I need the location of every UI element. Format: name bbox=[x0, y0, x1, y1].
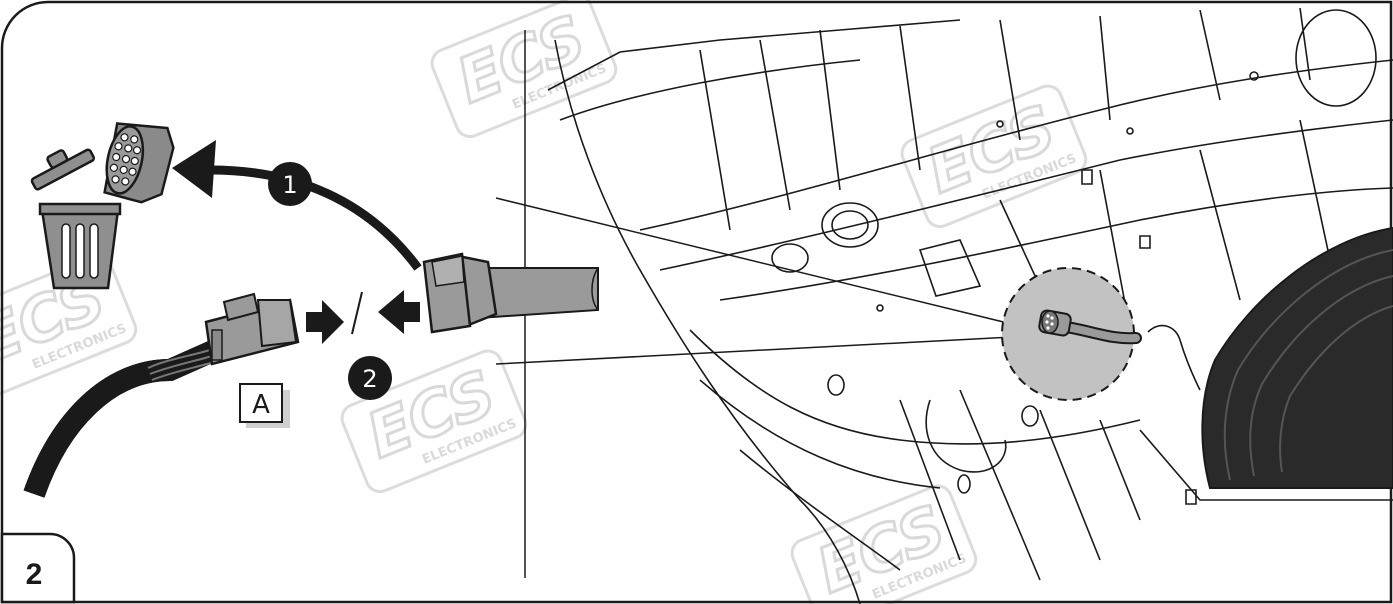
connector-a bbox=[204, 292, 300, 366]
vehicle-socket bbox=[422, 252, 599, 334]
trash-bin-icon bbox=[30, 148, 122, 290]
svg-text:1: 1 bbox=[282, 171, 297, 199]
join-line bbox=[351, 291, 363, 335]
socket-zoom-circle bbox=[1001, 267, 1142, 401]
connect-arrow-left bbox=[378, 290, 420, 334]
svg-text:2: 2 bbox=[362, 365, 377, 393]
old-connector-icon bbox=[103, 122, 175, 204]
watermark-1: ECS ELECTRONICS bbox=[430, 0, 618, 139]
part-label-a: A bbox=[239, 383, 290, 428]
step-number: 2 bbox=[26, 558, 43, 591]
zoom-line-top bbox=[495, 197, 1029, 329]
svg-text:A: A bbox=[252, 390, 270, 420]
harness-cable bbox=[23, 339, 220, 498]
callout-2: 2 bbox=[348, 356, 392, 400]
zoom-line-bottom bbox=[495, 335, 1033, 365]
callout-1: 1 bbox=[268, 162, 312, 206]
connect-arrow-right bbox=[306, 300, 344, 344]
tire-icon bbox=[1201, 226, 1393, 489]
step-number-box: 2 bbox=[0, 532, 76, 604]
discard-arrow bbox=[172, 140, 422, 271]
watermark-5: ECS ELECTRONICS bbox=[790, 484, 978, 604]
